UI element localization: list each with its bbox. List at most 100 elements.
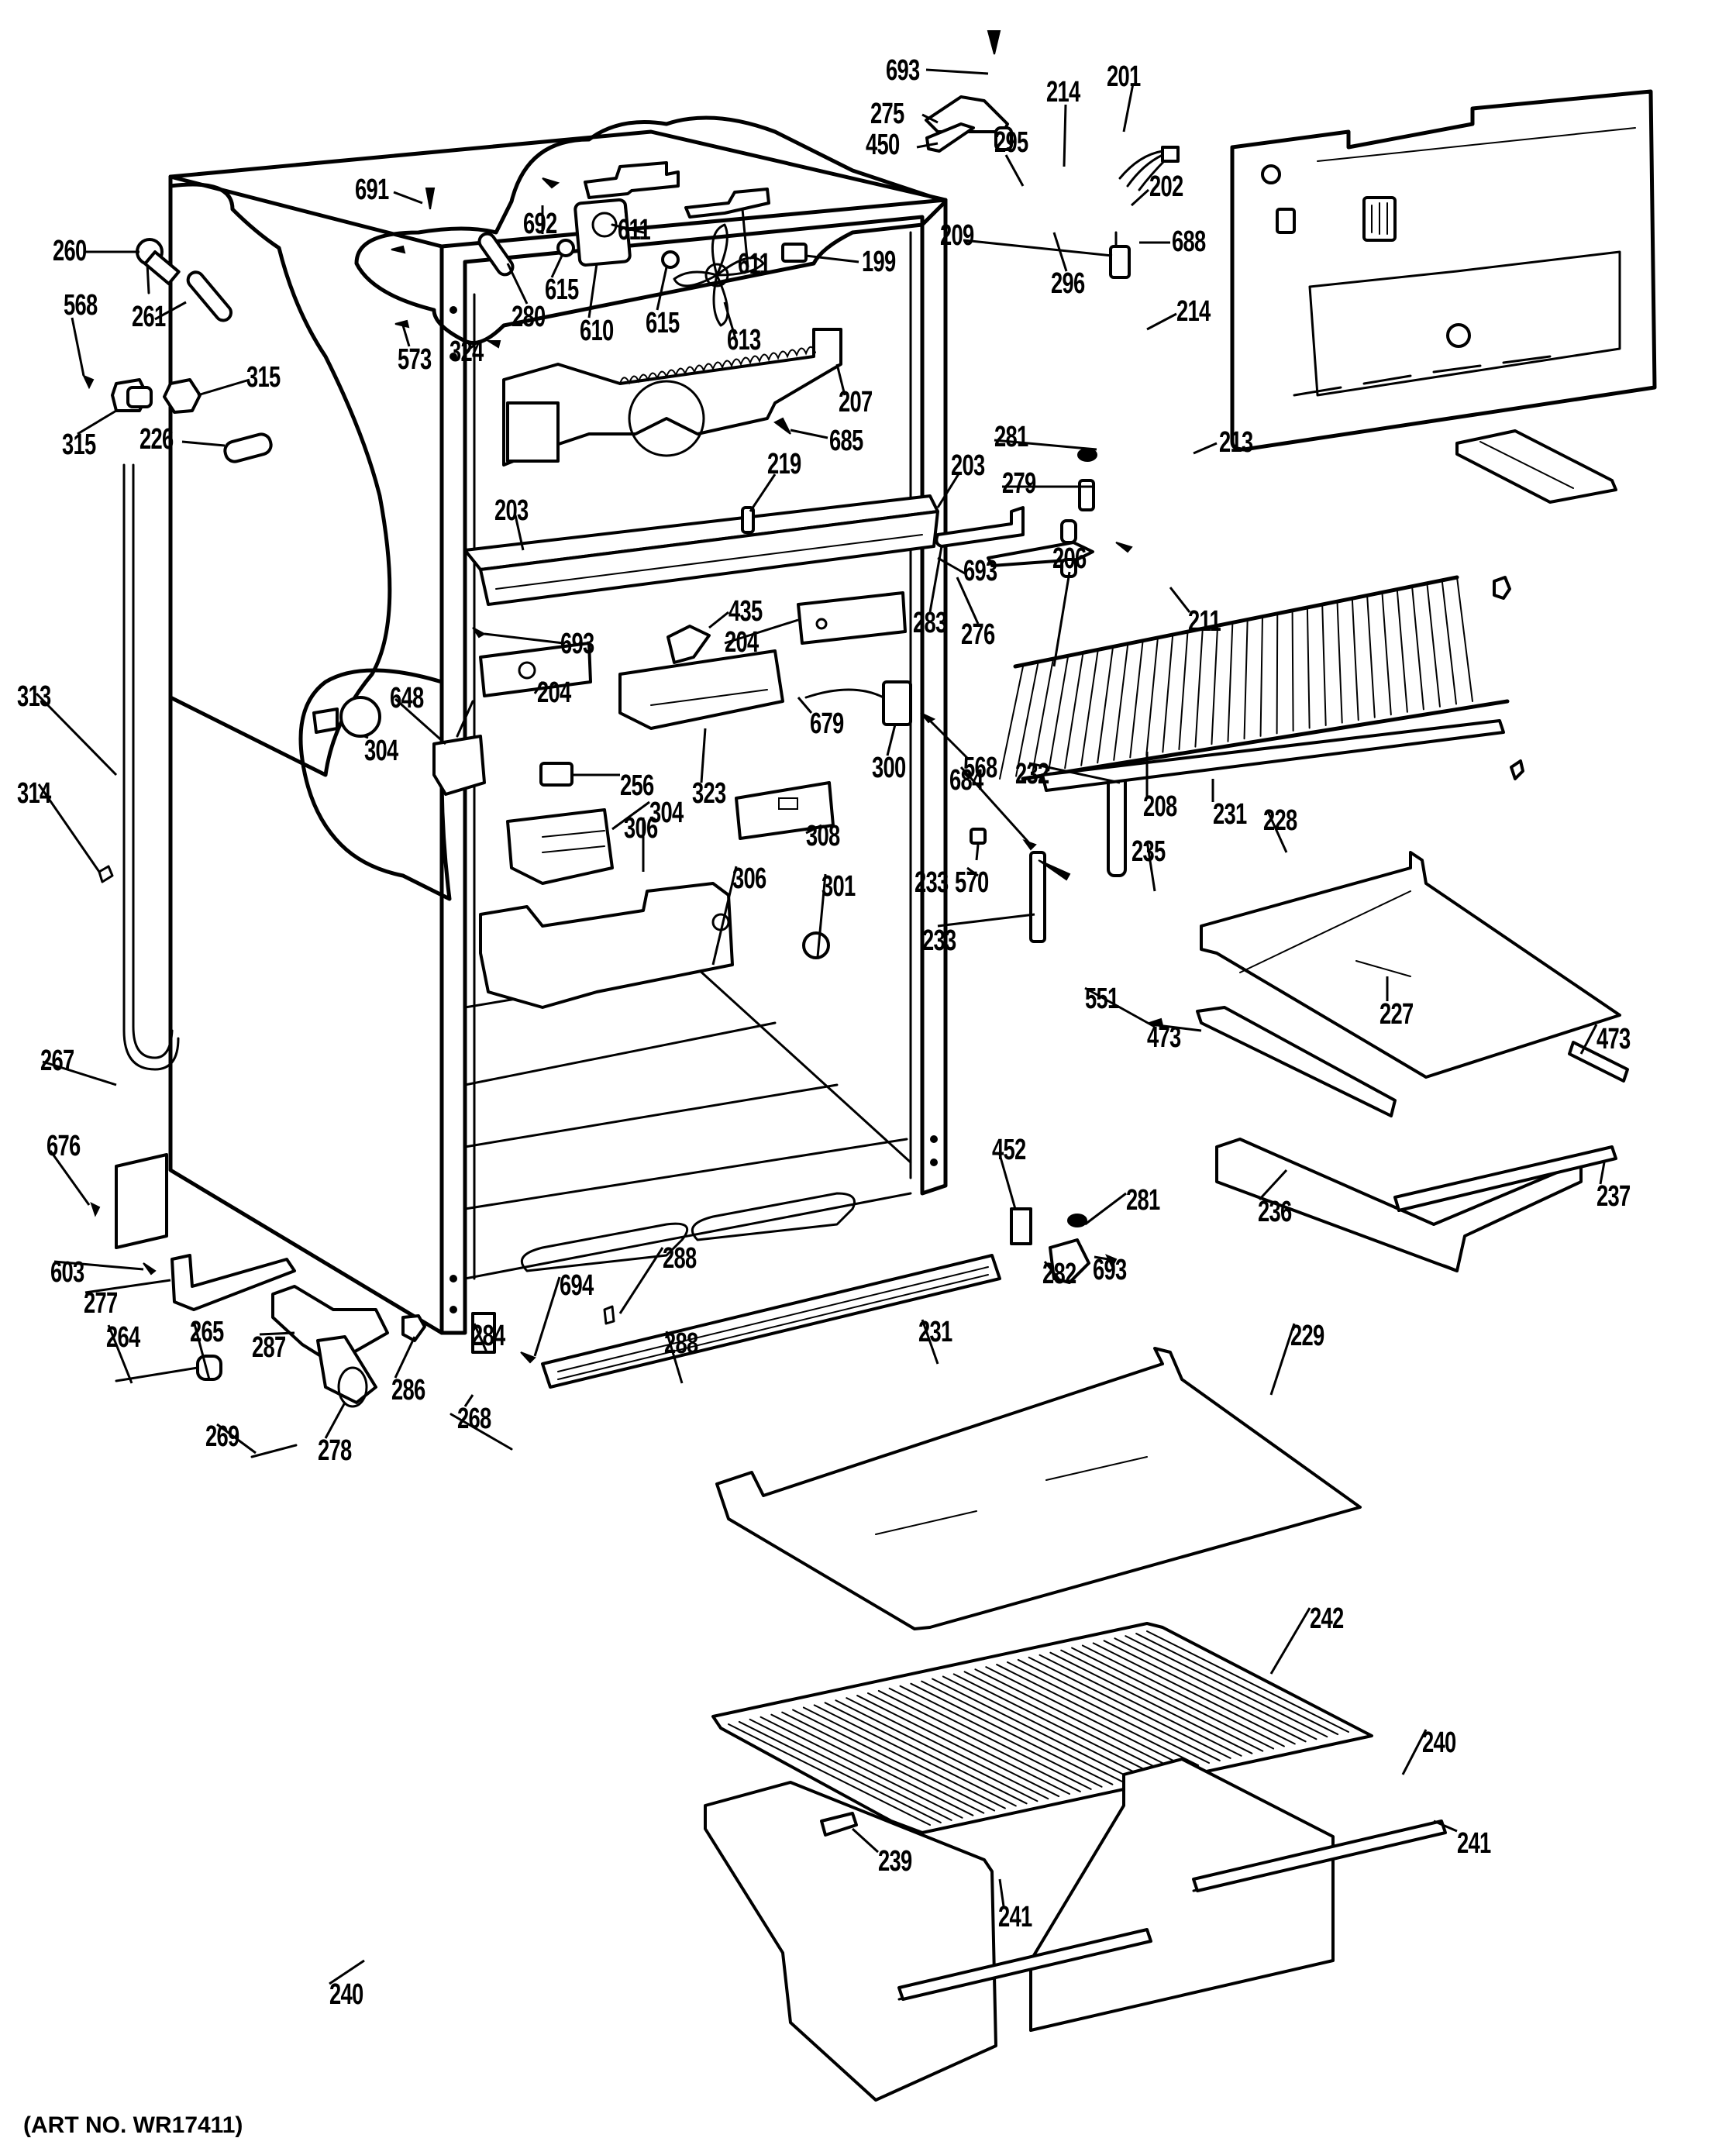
cover-rib: [942, 1675, 1145, 1778]
part-label: 288: [664, 1327, 698, 1360]
shelf-wire-rod: [1426, 582, 1441, 708]
axle-269: [250, 1444, 298, 1458]
part-label: 228: [1263, 804, 1297, 837]
slide-rail-473b: [1568, 1041, 1629, 1083]
part-label: 450: [866, 129, 900, 161]
drain-tube-313: [122, 463, 180, 1071]
tube-261: [186, 270, 232, 322]
cover-rib: [963, 1671, 1167, 1774]
leader-line: [71, 317, 85, 377]
leader-line: [724, 618, 799, 645]
leader-line: [711, 866, 738, 966]
screw-573: [394, 319, 410, 329]
leader-line: [329, 1959, 365, 1985]
shelf-trim-208: [1041, 719, 1505, 792]
part-label: 610: [580, 315, 614, 347]
glass-shelf-228: [1200, 851, 1621, 1079]
cover-rib: [1146, 1630, 1349, 1733]
leader-line: [937, 913, 1035, 928]
heater-219: [741, 506, 755, 534]
top-hinge: [925, 95, 1013, 153]
shelf-wire-rod: [1441, 579, 1457, 705]
screw-268: [450, 1413, 513, 1451]
part-label: 300: [872, 752, 906, 784]
leader-line: [181, 440, 226, 447]
part-label: 314: [17, 777, 51, 810]
fan-blade: [673, 223, 765, 327]
leader-line: [324, 1402, 346, 1439]
cover-rib: [1081, 1644, 1285, 1747]
part-label: 693: [560, 628, 594, 660]
hinge-276: [987, 519, 1094, 578]
leader-line: [394, 1336, 416, 1379]
shelf-wire-rod: [1129, 641, 1144, 759]
bushing-281b: [1067, 1214, 1087, 1227]
leader-line: [1579, 1024, 1598, 1055]
screw-603: [143, 1262, 157, 1276]
cover-rib: [1092, 1642, 1296, 1745]
part-label: 280: [512, 301, 546, 333]
part-label: 684: [949, 764, 983, 797]
cover-rib: [867, 1692, 1070, 1795]
part-label: 256: [620, 769, 654, 802]
shelf-wire-rod: [1162, 635, 1174, 753]
part-label: 676: [46, 1130, 81, 1162]
leader-line: [1004, 154, 1025, 187]
part-label: 315: [62, 429, 96, 461]
part-label: 693: [1093, 1254, 1127, 1286]
shelf-wire-rod: [1080, 650, 1099, 766]
crisper-pan-240-right: [1029, 1758, 1443, 2032]
evaporator-cover: [502, 328, 842, 467]
part-label: 279: [1002, 467, 1036, 500]
shelf-wire-rod: [1396, 588, 1408, 713]
cover-rib: [996, 1664, 1200, 1767]
leader-line: [1193, 442, 1218, 455]
leader-line: [966, 866, 979, 877]
ice-tray-213: [1455, 429, 1617, 504]
motor-bracket-upper: [584, 161, 680, 199]
clip-314: [98, 865, 114, 883]
part-label: 568: [963, 752, 997, 784]
clip-288: [603, 1305, 615, 1325]
leader-line: [107, 1324, 133, 1384]
part-label: 568: [64, 289, 98, 322]
shelf-wire-rod: [1366, 594, 1376, 718]
cover-rib: [952, 1673, 1156, 1776]
bracket-308: [735, 781, 835, 840]
plate-452: [1010, 1207, 1032, 1245]
leader-line: [623, 202, 629, 233]
grommet-615a: [556, 239, 575, 257]
part-label: 232: [1015, 758, 1049, 790]
leader-line: [1052, 571, 1071, 667]
screw-570: [1038, 859, 1071, 881]
leader-line: [49, 1150, 91, 1206]
part-label: 203: [494, 494, 529, 527]
screw-694: [520, 1351, 536, 1364]
screw-676: [90, 1202, 101, 1217]
leader-line: [1258, 1169, 1288, 1201]
cover-rib: [846, 1697, 1049, 1800]
part-label: 324: [450, 336, 484, 368]
shelf-wire-rod: [1259, 616, 1263, 737]
clip-231a: [1510, 759, 1524, 780]
leader-line: [484, 632, 564, 645]
leader-line: [1130, 188, 1150, 207]
shelf-wire-rod: [1032, 659, 1054, 775]
part-label: 306: [732, 862, 766, 895]
cover-rib: [1060, 1649, 1264, 1752]
leader-line: [928, 546, 943, 613]
leader-line: [506, 263, 529, 305]
part-label: 679: [810, 708, 844, 740]
relay-block-304b: [506, 808, 614, 885]
part-label: 287: [252, 1331, 286, 1364]
leader-line: [154, 301, 187, 321]
cover-rib: [1038, 1654, 1242, 1757]
shelf-wire-rod: [1381, 591, 1392, 716]
cover-rib: [856, 1695, 1060, 1798]
shelf-wire-rod: [999, 666, 1024, 780]
grommet-615b: [661, 250, 680, 269]
leader-line: [656, 267, 668, 311]
cover-rib: [877, 1689, 1081, 1792]
light-shield-435: [666, 625, 711, 664]
part-label: 241: [1457, 1827, 1491, 1860]
